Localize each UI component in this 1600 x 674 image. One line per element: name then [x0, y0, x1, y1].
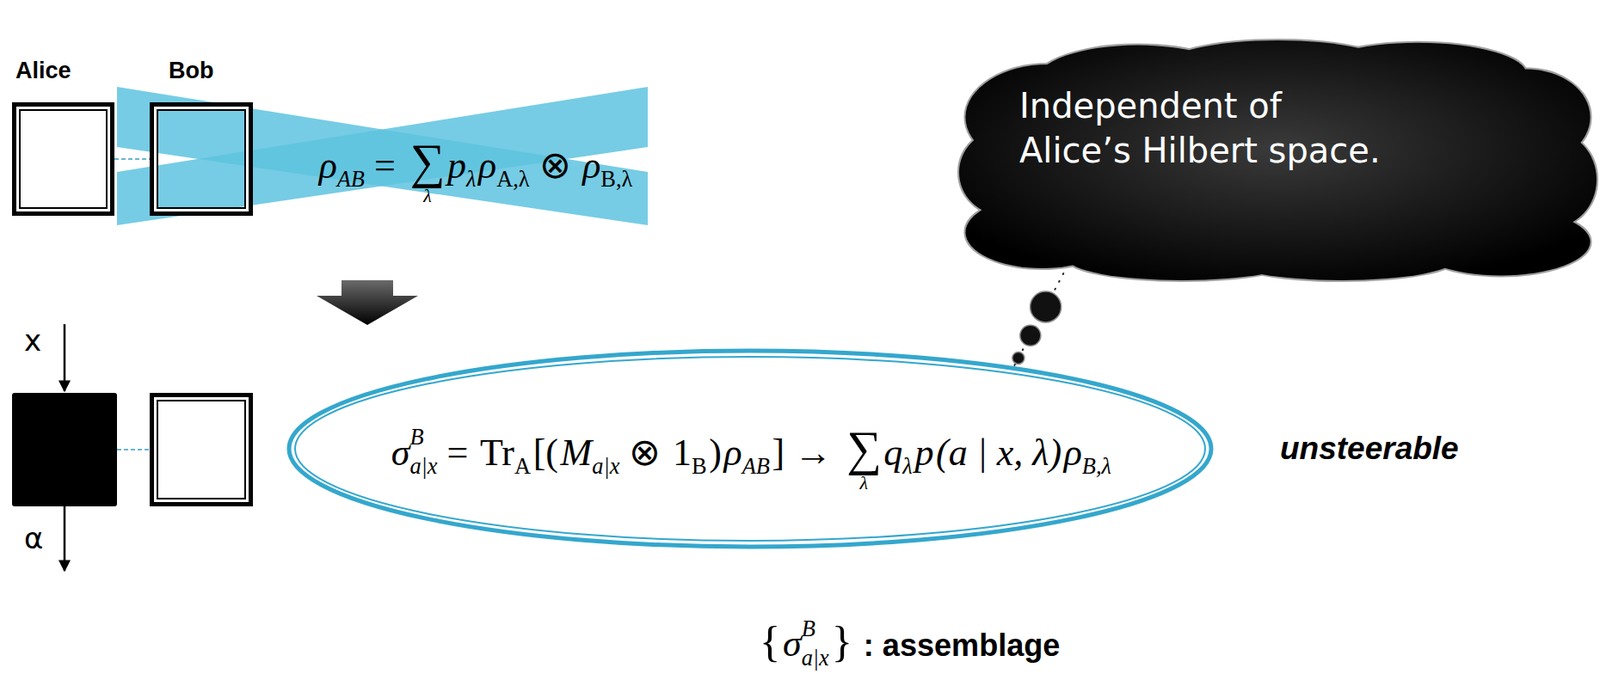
formula-symbol: a|x: [409, 453, 437, 480]
formula-symbol: [(: [533, 431, 559, 474]
formula-symbol: 1: [672, 431, 692, 474]
output-label-group: α: [24, 521, 44, 557]
thought-bubble: [1030, 291, 1062, 323]
unsteerable-note-group: unsteerable: [1280, 430, 1459, 468]
input-label: x: [24, 323, 42, 358]
bob-box-outer: [152, 395, 252, 505]
thought-text: Independent of Alice’s Hilbert space.: [1019, 83, 1381, 173]
formula-symbol: A: [514, 453, 531, 480]
alice-box: Alice: [12, 102, 115, 216]
formula-symbol: Tr: [480, 431, 515, 474]
formula-symbol: p: [914, 431, 934, 474]
formula-symbol: B: [691, 453, 708, 480]
bob-box: Bob: [149, 102, 253, 216]
assemblage-label: a|x: [801, 645, 830, 671]
black-box: [12, 393, 117, 507]
party-name: Bob: [168, 57, 214, 85]
thought-bubble: [1012, 351, 1025, 364]
thought-bubble: [1020, 325, 1041, 346]
formula-symbol: M: [560, 431, 593, 474]
assemblage-label: σ: [782, 622, 802, 665]
formula-symbol: ]: [772, 431, 786, 474]
thought-cloud: Independent of Alice’s Hilbert space.: [959, 40, 1597, 281]
block-arrow: [316, 280, 419, 326]
formula-symbol: q: [883, 431, 903, 474]
state-formula: ⊗: [529, 144, 581, 187]
state-formula-group: ρAB=∑λpλρA,λ⊗ρB,λ: [316, 129, 633, 195]
state-formula: AB: [337, 166, 365, 192]
cross-band: [116, 86, 648, 226]
state-formula: ρ: [582, 144, 601, 187]
connector-path: [1013, 265, 1068, 369]
output-label: α: [24, 521, 44, 556]
assemblage-ellipse: σBa|x=TrA[(Ma|x⊗1B)ρAB]→∑λqλp(a | x, λ)ρ…: [285, 347, 1215, 551]
state-formula: =: [364, 144, 406, 187]
formula-symbol: ρ: [1064, 431, 1083, 474]
bob-box-inner: [157, 400, 246, 499]
assemblage-label: {: [759, 617, 781, 666]
formula-symbol: σ: [391, 431, 411, 474]
cloud-body: [959, 40, 1597, 281]
ellipse-outer: [289, 350, 1212, 548]
state-formula: ρ: [319, 144, 338, 187]
state-formula: λ: [423, 184, 432, 207]
state-formula: ρ: [478, 144, 497, 187]
assemblage-label-group: {σBa|x} : assemblage: [756, 614, 1060, 674]
dashed-link: [116, 449, 150, 451]
assemblage-label: : assemblage: [863, 627, 1061, 664]
state-formula: A,λ: [496, 166, 530, 192]
entanglement-link: [114, 159, 150, 160]
formula-symbol: B: [409, 424, 424, 450]
formula-symbol: ): [708, 431, 722, 474]
input-arrow: [63, 324, 67, 392]
formula-symbol: ⊗: [619, 431, 671, 474]
formula-symbol: a|x: [591, 453, 620, 480]
party-name: Alice: [15, 57, 72, 85]
state-formula: λ: [466, 166, 476, 192]
thought-bubbles: [1012, 265, 1068, 369]
ellipse-inner: [295, 356, 1206, 542]
formula-symbol: ∑: [846, 421, 882, 476]
assemblage-label: }: [831, 617, 853, 666]
formula-symbol: B,λ: [1082, 453, 1112, 480]
cloud-text-block: Independent of Alice’s Hilbert space.: [1019, 83, 1381, 173]
unsteerable-note: unsteerable: [1280, 430, 1459, 467]
formula-symbol: ρ: [724, 431, 743, 474]
formula-symbol: AB: [742, 453, 770, 480]
input-label-group: x: [24, 323, 42, 359]
assemblage-formula: σBa|x=TrA[(Ma|x⊗1B)ρAB]→∑λqλp(a | x, λ)ρ…: [388, 417, 1112, 482]
cross-band: [116, 86, 648, 226]
formula-symbol: (a | x, λ): [935, 431, 1062, 474]
state-formula: B,λ: [600, 166, 633, 192]
formula-symbol: =: [437, 431, 479, 474]
cloud-rim: [959, 40, 1597, 281]
formula-symbol: →: [784, 431, 842, 474]
state-formula: p: [447, 144, 467, 187]
formula-symbol: λ: [860, 472, 869, 494]
state-formula: ∑: [410, 134, 446, 189]
formula-symbol: λ: [902, 453, 912, 480]
assemblage-label: B: [801, 615, 816, 642]
connector-path: [114, 158, 150, 160]
output-arrow: [63, 506, 67, 572]
